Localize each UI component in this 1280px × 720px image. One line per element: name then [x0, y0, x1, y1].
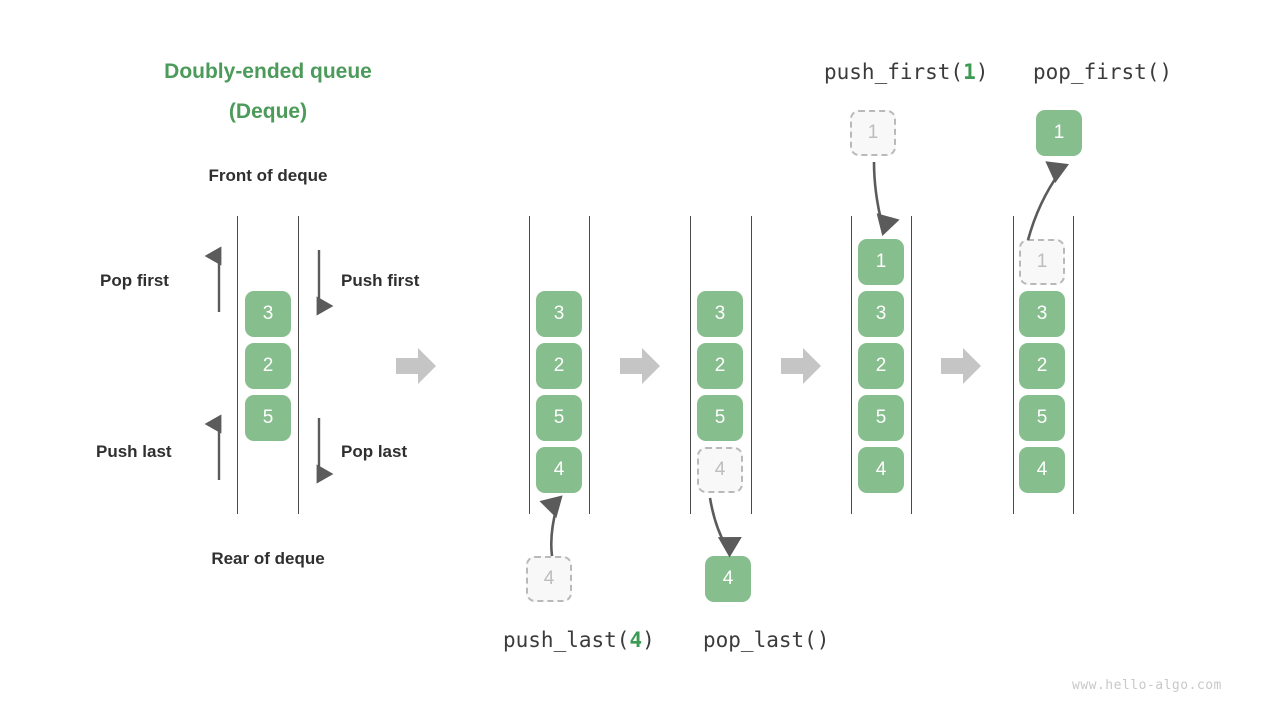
- deque-4-cell-4: 4: [858, 447, 904, 493]
- deque-3-rail-left: [690, 216, 691, 514]
- pop-first-operation-label: pop_first(): [1033, 60, 1172, 84]
- deque-2-cell-1: 2: [536, 343, 582, 389]
- deque-1-cell-2: 5: [245, 395, 291, 441]
- pop-first-label: Pop first: [100, 271, 169, 290]
- transition-arrow-4-icon: [941, 348, 981, 384]
- deque-3-cell-2: 5: [697, 395, 743, 441]
- deque-2-external-ghost-cell: 4: [526, 556, 572, 602]
- deque-5-cell-2: 2: [1019, 343, 1065, 389]
- push-last-insert-arrow-icon: [539, 495, 563, 557]
- push-last-operation-label: push_last(4): [503, 628, 655, 652]
- transition-arrow-3-icon: [781, 348, 821, 384]
- push-last-op-suffix: ): [642, 628, 655, 652]
- deque-4-cell-0: 1: [858, 239, 904, 285]
- deque-5-cell-4: 4: [1019, 447, 1065, 493]
- deque-2-cell-2: 5: [536, 395, 582, 441]
- deque-1-cell-0: 3: [245, 291, 291, 337]
- deque-4-cell-3: 5: [858, 395, 904, 441]
- pop-first-op-prefix: pop_first(): [1033, 60, 1173, 84]
- front-of-deque-label: Front of deque: [208, 166, 328, 185]
- pop-first-arrow-icon: [204, 246, 222, 312]
- deque-3-cell-1: 2: [697, 343, 743, 389]
- push-first-insert-arrow-icon: [872, 161, 900, 236]
- deque-4-rail-right: [911, 216, 912, 514]
- deque-5-cell-1: 3: [1019, 291, 1065, 337]
- rear-of-deque-label: Rear of deque: [211, 549, 325, 568]
- deque-3-cell-0: 3: [697, 291, 743, 337]
- push-last-op-arg: 4: [629, 628, 643, 652]
- pop-last-arrow-icon: [316, 418, 334, 484]
- push-first-op-suffix: ): [975, 60, 989, 84]
- deque-3-external-popped-cell: 4: [705, 556, 751, 602]
- diagram-title-line1: Doubly-ended queue: [164, 60, 372, 83]
- deque-2-cell-0: 3: [536, 291, 582, 337]
- push-first-operation-label: push_first(1): [824, 60, 988, 84]
- pop-last-op-prefix: pop_last(): [703, 628, 830, 652]
- push-first-op-arg: 1: [963, 60, 976, 84]
- deque-2-rail-right: [589, 216, 590, 514]
- transition-arrow-2-icon: [620, 348, 660, 384]
- pop-last-remove-arrow-icon: [708, 497, 742, 558]
- pop-last-operation-label: pop_last(): [703, 628, 829, 652]
- pop-last-label: Pop last: [341, 442, 408, 461]
- deque-3-cell-3-ghost: 4: [697, 447, 743, 493]
- push-first-label: Push first: [341, 271, 420, 290]
- deque-4-cell-2: 2: [858, 343, 904, 389]
- deque-3-rail-right: [751, 216, 752, 514]
- deque-5-cell-3: 5: [1019, 395, 1065, 441]
- push-first-arrow-icon: [316, 250, 334, 316]
- transition-arrow-1-icon: [396, 348, 436, 384]
- diagram-title-line2: (Deque): [228, 100, 308, 123]
- deque-4-rail-left: [851, 216, 852, 514]
- deque-4-external-ghost-cell: 1: [850, 110, 896, 156]
- deque-2-cell-3: 4: [536, 447, 582, 493]
- push-last-arrow-icon: [204, 414, 222, 480]
- deque-1-rail-right: [298, 216, 299, 514]
- push-last-label: Push last: [96, 442, 172, 461]
- deque-5-rail-right: [1073, 216, 1074, 514]
- watermark: www.hello-algo.com: [1072, 678, 1222, 693]
- deque-5-cell-0-ghost: 1: [1019, 239, 1065, 285]
- deque-5-external-popped-cell: 1: [1036, 110, 1082, 156]
- deque-1-cell-1: 2: [245, 343, 291, 389]
- deque-5-rail-left: [1013, 216, 1014, 514]
- pop-first-remove-arrow-icon: [1026, 161, 1069, 241]
- deque-4-cell-1: 3: [858, 291, 904, 337]
- push-last-op-prefix: push_last(: [503, 628, 630, 652]
- deque-2-rail-left: [529, 216, 530, 514]
- push-first-op-prefix: push_first(: [824, 60, 964, 84]
- deque-1-rail-left: [237, 216, 238, 514]
